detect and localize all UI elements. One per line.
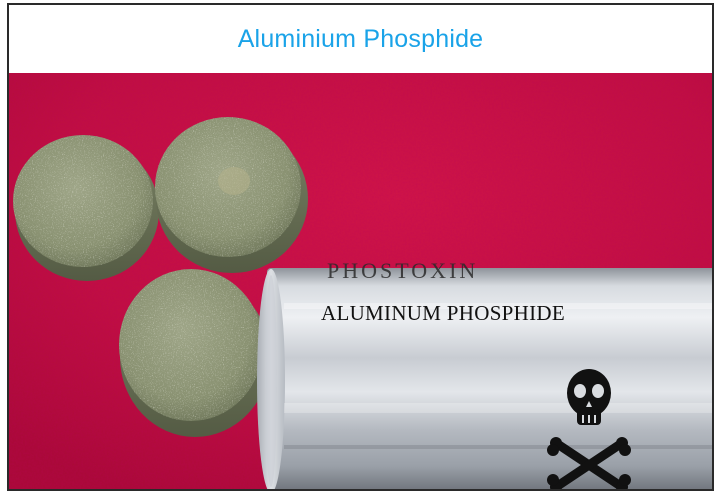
product-photo: PHOSTOXIN bbox=[9, 73, 712, 489]
tube-label: ALUMINUM PHOSPHIDE bbox=[321, 301, 565, 325]
tube-top-text: PHOSTOXIN bbox=[327, 258, 478, 283]
figure-caption: Aluminium Phosphide bbox=[237, 24, 484, 53]
tablet-3 bbox=[119, 269, 270, 437]
figure-frame: Aluminium Phosphide bbox=[7, 3, 714, 491]
tablet-1 bbox=[13, 135, 159, 281]
skull-and-crossbones-icon bbox=[547, 369, 631, 489]
tablet-2 bbox=[155, 117, 308, 273]
aluminium-tube: PHOSTOXIN bbox=[257, 258, 712, 489]
